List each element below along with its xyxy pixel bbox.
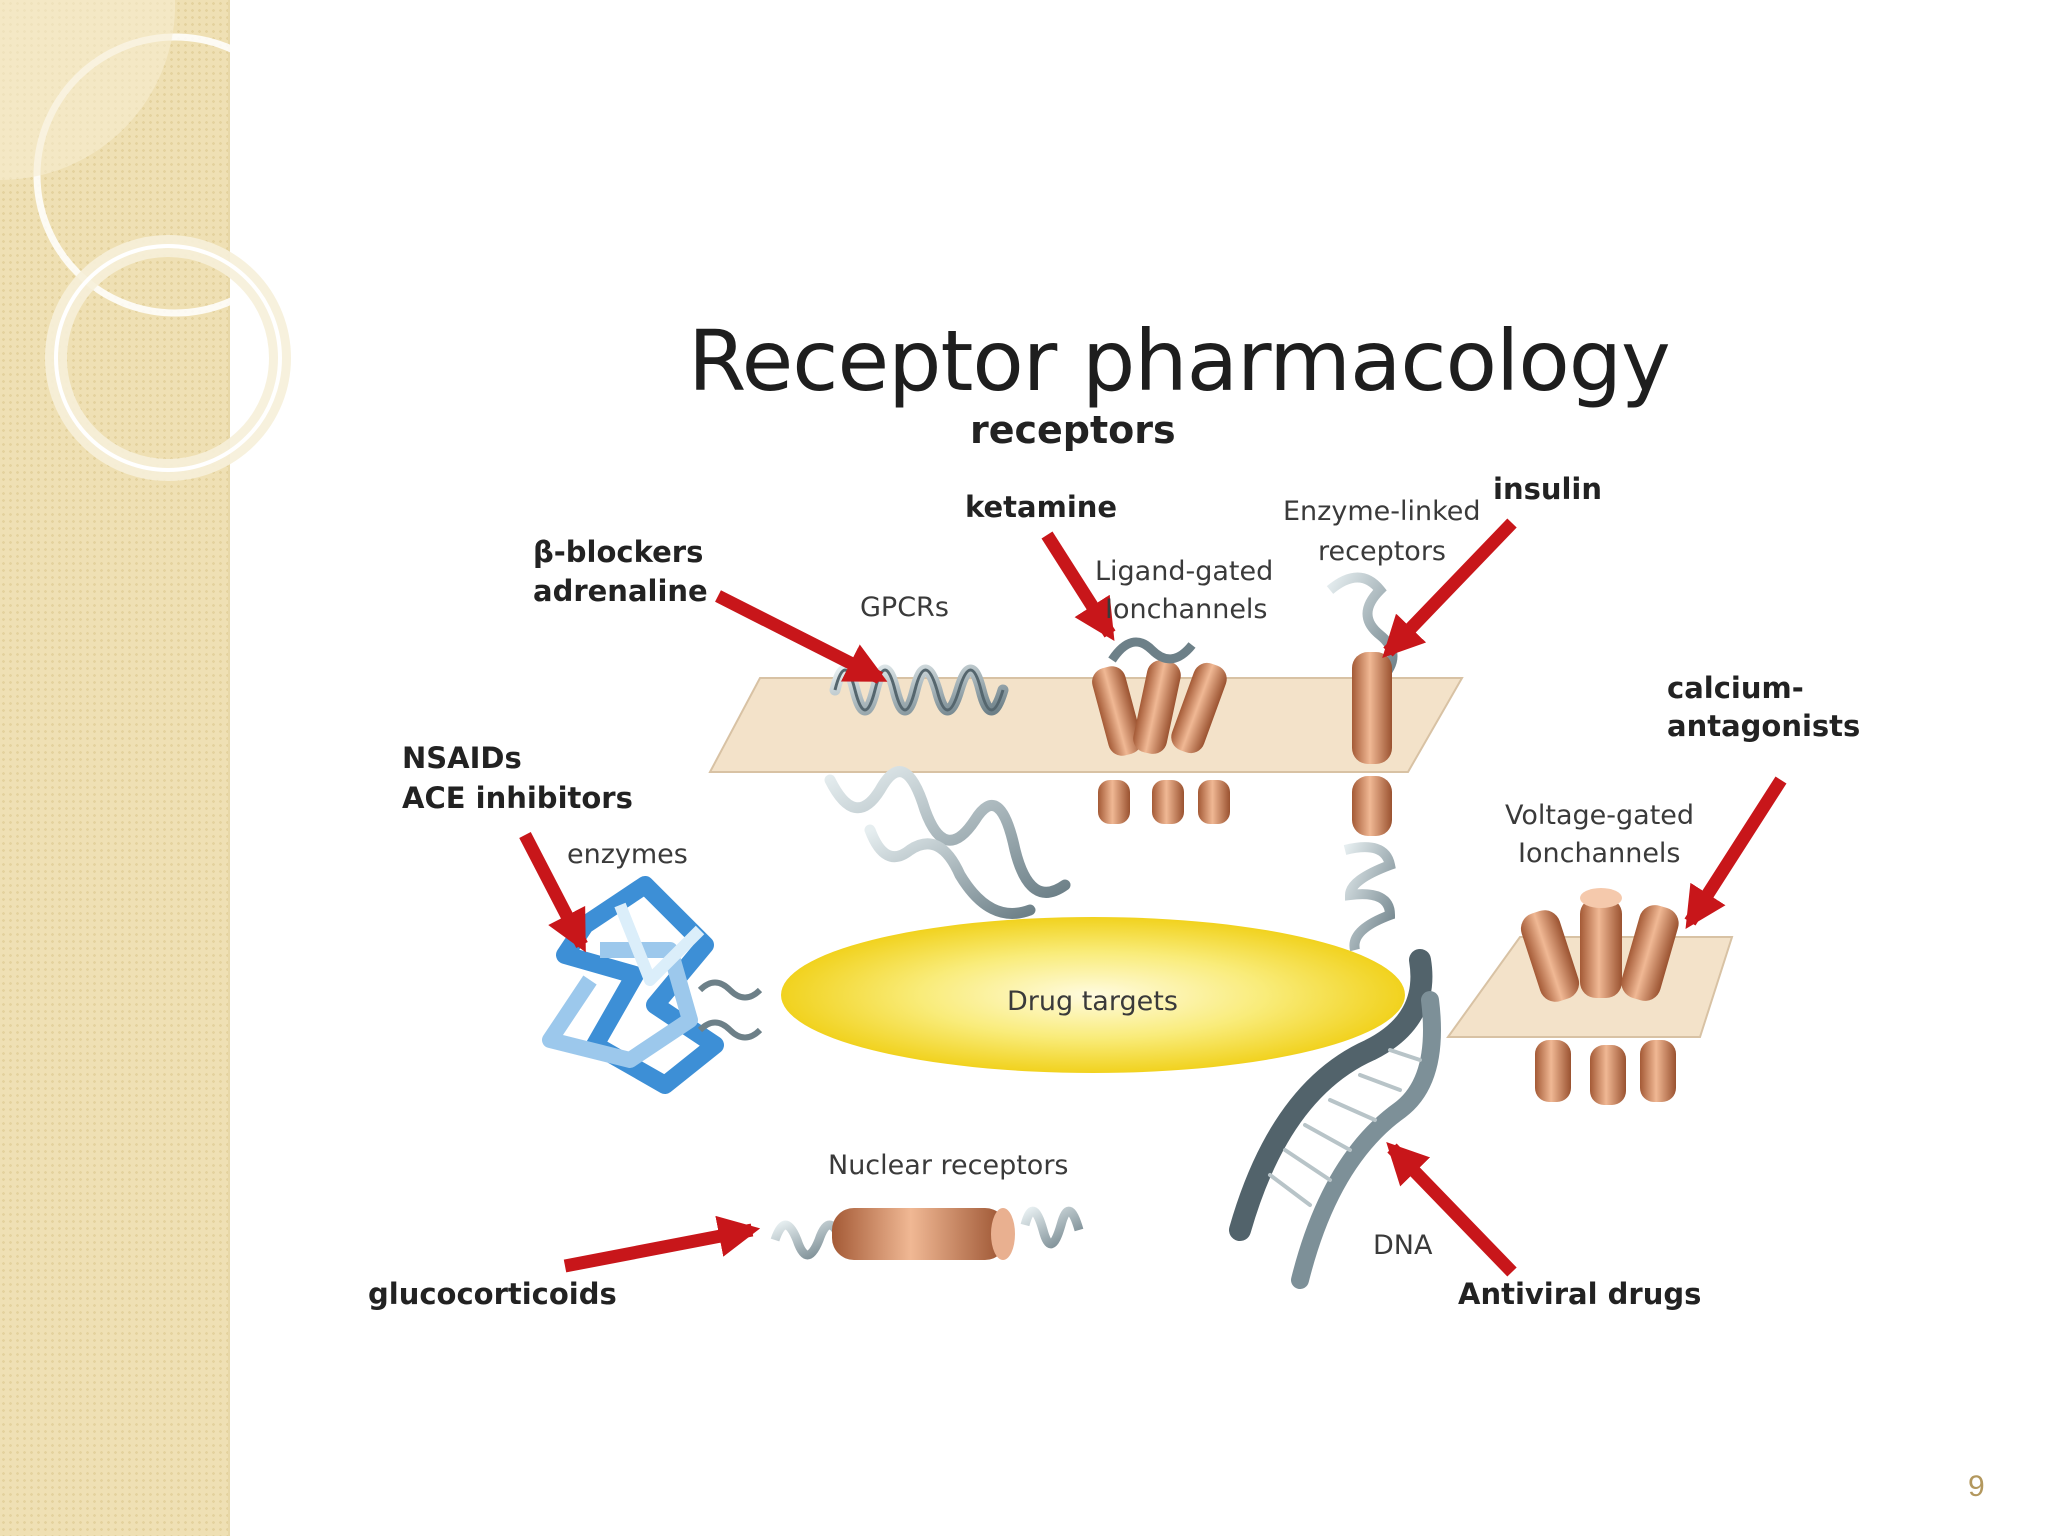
- label-beta-blockers: β-blockers: [533, 535, 704, 569]
- arrow-ketamine: [1041, 531, 1116, 642]
- dna-helix: [1229, 949, 1441, 1289]
- drug-targets-ellipse: [781, 917, 1405, 1073]
- arrow-calcium-antagonists: [1684, 776, 1787, 930]
- label-gpcrs: GPCRs: [860, 592, 949, 623]
- ligand-gated-channel: [1092, 637, 1230, 824]
- arrow-insulin: [1382, 518, 1517, 658]
- page-number: 9: [1968, 1470, 1985, 1503]
- enzyme-structure: [542, 876, 763, 1094]
- label-voltage-gated-1: Voltage-gated: [1505, 800, 1695, 831]
- arrow-nsaids: [519, 832, 588, 953]
- arrow-glucocorticoids: [563, 1215, 761, 1273]
- label-ligand-gated-2: Ionchannels: [1105, 594, 1268, 625]
- label-ligand-gated-1: Ligand-gated: [1095, 556, 1274, 587]
- label-enzyme-linked-2: receptors: [1318, 536, 1446, 567]
- label-glucocorticoids: glucocorticoids: [368, 1277, 617, 1311]
- label-ace-inhibitors: ACE inhibitors: [402, 781, 633, 815]
- label-drug-targets: Drug targets: [1007, 986, 1178, 1017]
- diagram-title: Receptor pharmacology: [688, 312, 1671, 410]
- label-enzymes: enzymes: [567, 839, 688, 870]
- label-dna: DNA: [1373, 1230, 1433, 1261]
- enzyme-linked-receptor: [1326, 572, 1398, 952]
- label-calcium: calcium-: [1667, 671, 1804, 705]
- label-adrenaline: adrenaline: [533, 574, 708, 608]
- sidebar-quarter-shape: [0, 0, 176, 180]
- voltage-gated-channel: [1520, 888, 1679, 1105]
- drug-arrows: [519, 518, 1787, 1277]
- arrow-beta-blockers: [715, 590, 888, 684]
- nuclear-receptor: [770, 1206, 1084, 1260]
- arrow-antiviral: [1386, 1142, 1517, 1277]
- label-enzyme-linked-1: Enzyme-linked: [1283, 496, 1481, 527]
- diagram-subtitle: receptors: [970, 408, 1176, 452]
- cell-membrane-upper: [708, 677, 1464, 773]
- label-voltage-gated-2: Ionchannels: [1518, 838, 1681, 869]
- label-antagonists: antagonists: [1667, 709, 1861, 743]
- label-nuclear-receptors: Nuclear receptors: [828, 1150, 1069, 1181]
- label-insulin: insulin: [1493, 472, 1603, 506]
- label-nsaids: NSAIDs: [402, 741, 522, 775]
- label-ketamine: ketamine: [965, 490, 1118, 524]
- label-antiviral-drugs: Antiviral drugs: [1458, 1277, 1702, 1311]
